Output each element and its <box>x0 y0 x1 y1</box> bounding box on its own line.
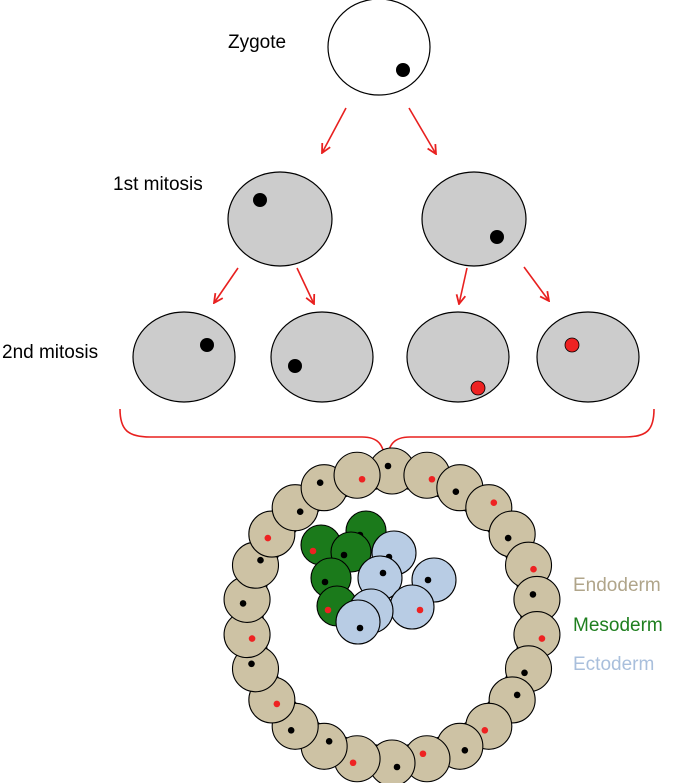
endoderm-cell-marker <box>264 534 272 542</box>
first-mitosis-cell-2 <box>421 171 527 267</box>
ectoderm-cell-marker <box>424 576 432 584</box>
legend-endoderm: Endoderm <box>573 575 661 596</box>
first-mitosis-cell-1 <box>227 171 333 267</box>
endoderm-cell-marker <box>296 508 304 516</box>
endoderm-cell-marker <box>248 635 256 642</box>
embryo <box>223 447 561 783</box>
endoderm-cell-marker <box>529 591 537 598</box>
endoderm-cell-marker <box>257 556 264 564</box>
endoderm-cell-marker <box>513 691 521 699</box>
ectoderm-cell-marker <box>416 606 424 614</box>
mesoderm-cell-marker <box>321 578 329 586</box>
mesoderm-cell-marker <box>340 551 348 559</box>
label-zygote: Zygote <box>228 32 286 53</box>
arrow-first-2-left <box>459 267 468 304</box>
ectoderm-cell-marker <box>356 624 364 632</box>
endoderm-cell-marker <box>538 635 546 642</box>
ectoderm-cluster <box>335 530 457 645</box>
endoderm-cell-marker <box>504 534 512 542</box>
endoderm-cell-marker <box>490 499 498 507</box>
endoderm-cell-marker <box>419 750 427 758</box>
endoderm-cell-marker <box>287 726 295 734</box>
legend-mesoderm: Mesoderm <box>573 615 663 636</box>
endoderm-cell-marker <box>481 726 489 734</box>
mesoderm-cell-marker <box>309 547 317 555</box>
second-mitosis-cell-2 <box>270 311 374 403</box>
second-mitosis-cell-4 <box>536 311 640 403</box>
first-mitosis-marker-1 <box>253 193 267 207</box>
arrow-first-2-right <box>523 266 549 301</box>
label-first-mitosis: 1st mitosis <box>113 174 203 195</box>
endoderm-layer <box>223 447 561 783</box>
endoderm-cell-marker <box>316 479 324 487</box>
second-mitosis-marker-4 <box>564 337 580 353</box>
mesoderm-cell-marker <box>324 606 332 614</box>
second-mitosis-marker-2 <box>288 359 302 373</box>
endoderm-cell <box>333 451 381 499</box>
endoderm-cell-marker <box>358 475 366 483</box>
ectoderm-cell <box>389 584 435 630</box>
endoderm-cell-marker <box>349 759 357 767</box>
endoderm-cell-marker <box>530 565 537 573</box>
second-mitosis-cell-3 <box>406 311 510 403</box>
endoderm-cell-marker <box>248 660 255 668</box>
endoderm-cell-marker <box>384 462 392 470</box>
second-mitosis-marker-3 <box>470 380 486 396</box>
ectoderm-cell <box>335 599 381 645</box>
endoderm-cell-marker <box>273 700 281 708</box>
first-mitosis-marker-2 <box>490 230 504 244</box>
legend-ectoderm: Ectoderm <box>573 654 654 675</box>
label-second-mitosis: 2nd mitosis <box>2 342 98 363</box>
endoderm-cell-marker <box>325 737 333 745</box>
second-mitosis-cell-1 <box>132 311 236 403</box>
endoderm-cell-marker <box>461 746 469 754</box>
endoderm-cell-marker <box>393 763 401 771</box>
second-mitosis-marker-1 <box>200 338 214 352</box>
zygote-marker <box>396 63 410 77</box>
endoderm-cell-marker <box>428 475 436 483</box>
endoderm-cell-marker <box>521 669 528 677</box>
arrow-zygote-right <box>408 107 436 154</box>
arrow-first-1-right <box>296 267 314 304</box>
legend: Endoderm Mesoderm Ectoderm <box>573 575 663 675</box>
endoderm-cell-marker <box>452 488 460 496</box>
zygote-cell <box>327 0 431 96</box>
arrow-first-1-left <box>214 267 239 303</box>
arrow-zygote-left <box>322 107 347 153</box>
ectoderm-cell-marker <box>379 569 387 577</box>
endoderm-cell-marker <box>239 600 247 607</box>
